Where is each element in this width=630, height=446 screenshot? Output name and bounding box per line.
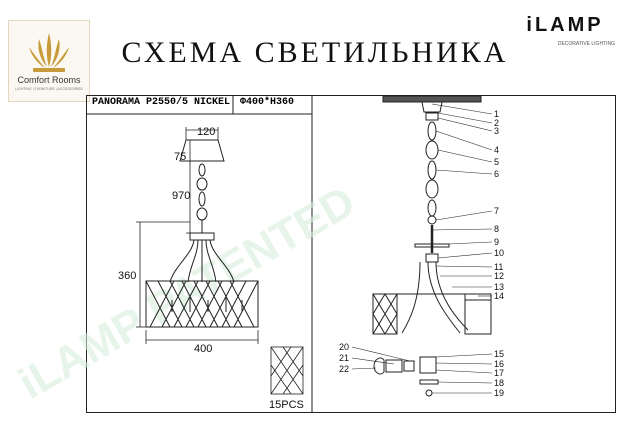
dim-chain-length: 970 [172,190,190,202]
dim-body-width: 400 [194,343,212,355]
left-dimension-lines [136,127,259,344]
callout-number: 8 [494,224,499,234]
watermark: iLAMP PATENTED [11,177,364,409]
comfort-rooms-logo: Comfort Rooms LIGHTING | FURNITURE | ACC… [8,20,90,102]
callout-number: 10 [494,248,504,258]
callout-number: 13 [494,282,504,292]
callout-number: 18 [494,378,504,388]
shade-count: 15PCS [269,399,304,411]
callout-number: 11 [494,262,503,272]
page-title: СХЕМА СВЕТИЛЬНИКА [121,36,509,69]
callout-number: 21 [339,353,349,363]
callout-number: 5 [494,157,499,167]
callout-number: 20 [339,342,349,352]
brand-right-name: iLAMP [526,14,604,36]
callout-number: 2 [494,118,499,128]
callout-number: 3 [494,126,499,136]
callout-number: 16 [494,359,504,369]
callout-number: 14 [494,291,504,301]
callout-leaders [351,103,493,394]
callout-number: 9 [494,237,499,247]
callout-number: 7 [494,206,499,216]
dim-canopy-height: 75 [174,151,186,163]
brand-left-tagline: LIGHTING | FURNITURE | ACCESSORIES [15,87,83,91]
callout-number: 6 [494,169,499,179]
callout-numbers: 1 2 3 4 5 6 7 8 9 10 11 12 13 14 15 16 1… [339,109,504,398]
dim-body-height: 360 [118,270,136,282]
brand-right-tagline: DECORATIVE LIGHTING [557,41,615,47]
svg-text:iLAMP PATENTED: iLAMP PATENTED [11,177,364,409]
model-label: PANORAMA P2550/5 NICKEL [92,97,231,108]
shade-panel [270,346,304,395]
callout-number: 4 [494,145,499,155]
dim-canopy-width: 120 [197,126,215,138]
callout-number: 22 [339,364,349,374]
callout-number: 15 [494,349,504,359]
size-label: Φ400*H360 [240,97,295,108]
callout-number: 12 [494,271,504,281]
callout-number: 19 [494,388,504,398]
drawing-frame [86,95,616,413]
left-elevation [145,139,259,328]
crown-icon [29,33,69,72]
callout-number: 17 [494,368,504,378]
ilamp-logo: iLAMP DECORATIVE LIGHTING [515,14,615,58]
brand-left-name: Comfort Rooms [17,75,81,85]
callout-number: 1 [494,109,499,119]
right-exploded-view [372,95,492,397]
